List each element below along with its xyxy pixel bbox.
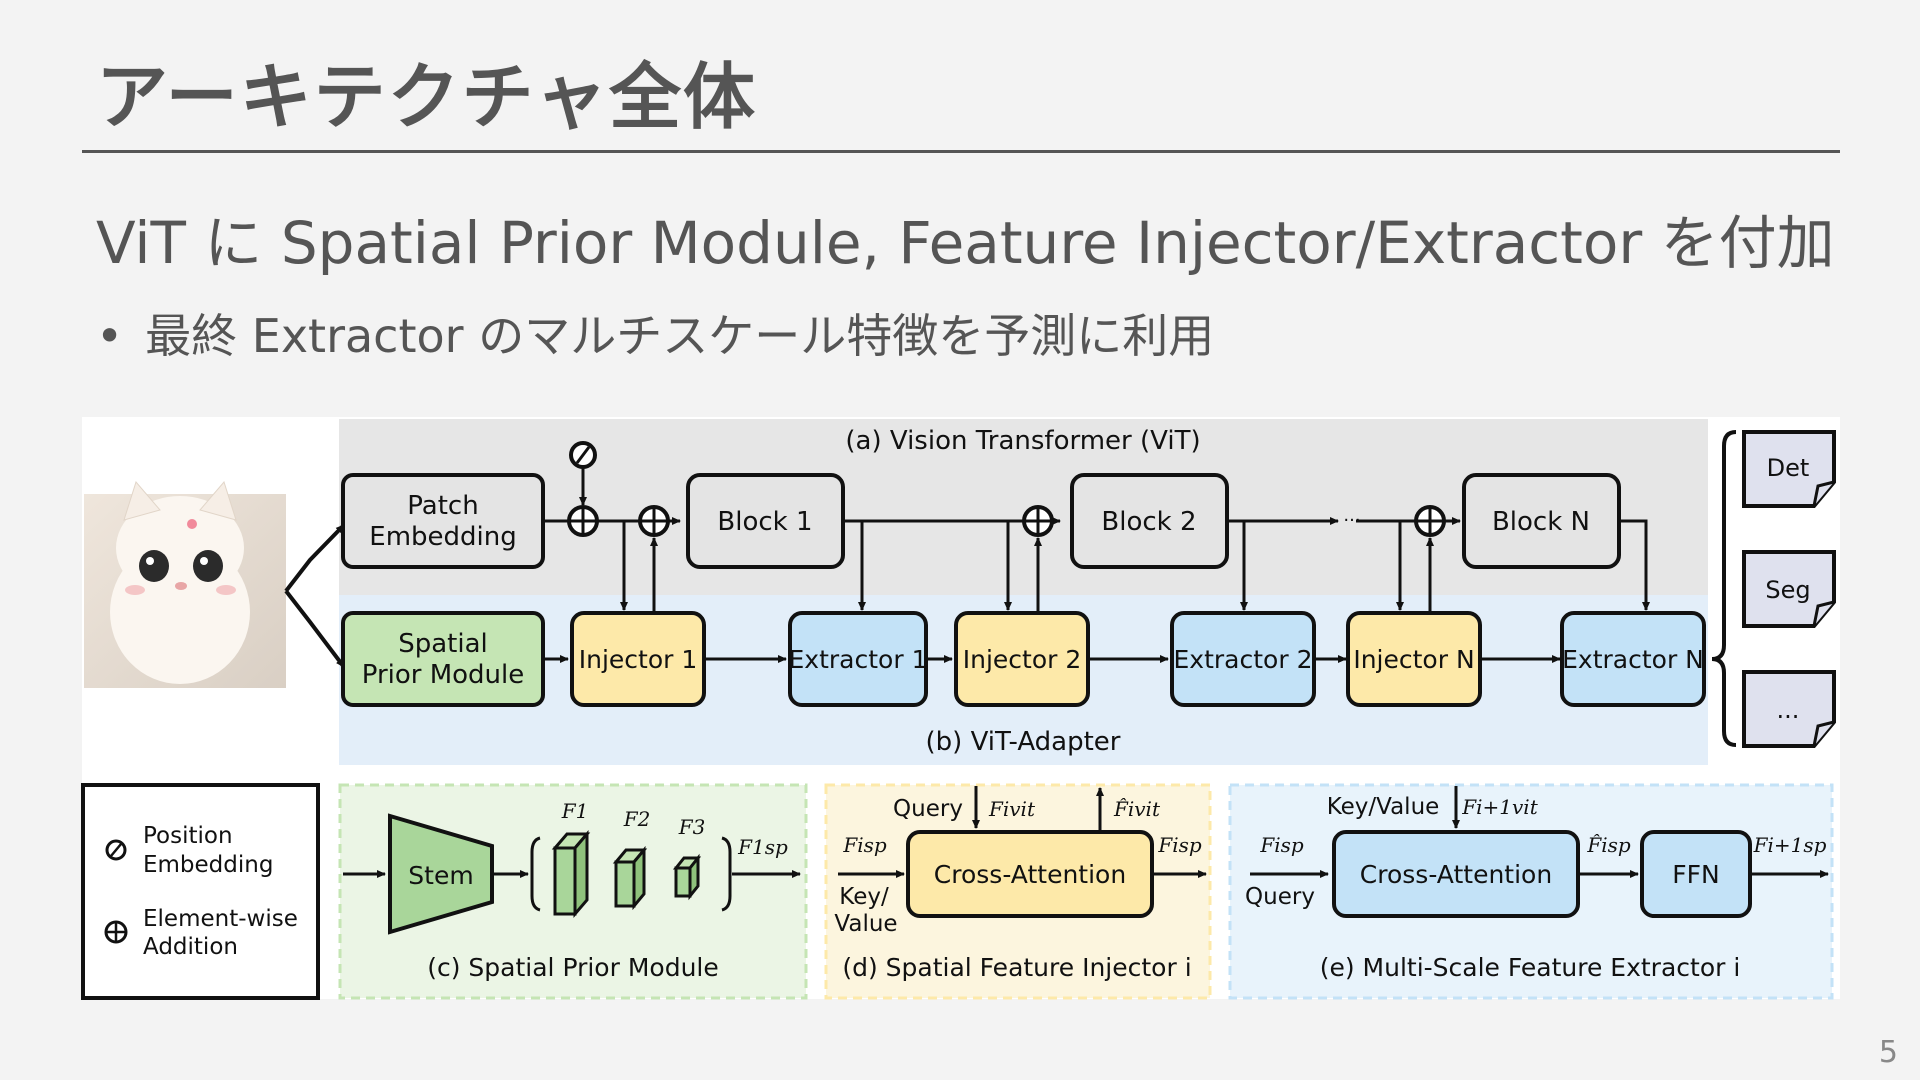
feature-cuboid-3 (672, 853, 702, 901)
output-more-label: ... (1777, 696, 1800, 724)
legend-addition-line2: Addition (143, 934, 238, 960)
bullet-item: • 最終 Extractor のマルチスケール特徴を予測に利用 (96, 300, 1214, 366)
output-det: Det (1742, 430, 1836, 508)
block-n: Block N (1462, 473, 1621, 569)
extractor-fsp-in: Fisp (1259, 833, 1304, 857)
addition-icon (638, 505, 670, 537)
addition-icon (1022, 505, 1054, 537)
stem-label: Stem (408, 861, 473, 890)
addition-icon (1414, 505, 1446, 537)
bullet-text: 最終 Extractor のマルチスケール特徴を予測に利用 (145, 309, 1215, 363)
patch-embedding-box: Patch Embedding (341, 473, 545, 569)
panel-e-caption: (e) Multi-Scale Feature Extractor i (1320, 953, 1741, 982)
slide-title: アーキテクチャ全体 (96, 55, 757, 139)
injector-query-label: Query (893, 796, 963, 822)
addition-icon (104, 920, 128, 944)
injector-2-label: Injector 2 (963, 645, 1082, 674)
panel-spatial-feature-injector: Query Fivit F̂ivit Fisp Key/ Value Cross… (824, 783, 1212, 1000)
extractor-fsp-mid: F̂isp (1586, 833, 1631, 857)
legend-position-line1: Position (143, 823, 233, 849)
block-2: Block 2 (1070, 473, 1229, 569)
block-1-label: Block 1 (717, 507, 812, 537)
spm-output-label: F1sp (737, 835, 788, 859)
spatial-prior-module-box: Spatial Prior Module (341, 611, 545, 707)
injector-fvit-in: Fivit (988, 797, 1036, 821)
injector-n: Injector N (1346, 611, 1482, 707)
extractor-query-label: Query (1245, 884, 1315, 910)
injector-cross-attention-label: Cross-Attention (934, 860, 1126, 889)
panel-spatial-prior-module: Stem F1 F2 F3 F1sp (c) Spatial Prior Mod… (338, 783, 808, 1000)
output-seg-label: Seg (1765, 576, 1810, 604)
title-divider (82, 150, 1840, 153)
extractor-key-value-label: Key/Value (1327, 794, 1440, 820)
patch-embedding-line1: Patch (407, 491, 478, 521)
block-n-label: Block N (1492, 507, 1590, 537)
injector-fvit-out: F̂ivit (1113, 797, 1161, 821)
stem-trapezoid (388, 813, 494, 935)
feature-f3-label: F3 (678, 815, 706, 839)
extractor-fvit-in: Fi+1vit (1461, 795, 1538, 819)
legend: Position Embedding Element-wise Addition (81, 783, 320, 1000)
output-more: ... (1742, 670, 1836, 748)
extractor-cross-attention-label: Cross-Attention (1360, 860, 1552, 889)
spm-line2: Prior Module (362, 660, 525, 690)
injector-1: Injector 1 (570, 611, 706, 707)
extractor-1-label: Extractor 1 (789, 645, 928, 674)
extractor-fsp-out: Fi+1sp (1753, 833, 1827, 857)
injector-key-value-line2: Value (834, 911, 897, 937)
position-embedding-icon (105, 839, 127, 861)
vit-ellipsis: ··· (1343, 510, 1360, 531)
patch-embedding-line2: Embedding (369, 522, 516, 552)
block-2-label: Block 2 (1101, 507, 1196, 537)
adapter-region-label: (b) ViT-Adapter (926, 727, 1121, 757)
panel-c-caption: (c) Spatial Prior Module (427, 953, 719, 982)
injector-n-label: Injector N (1353, 645, 1474, 674)
injector-key-value-line1: Key/ (839, 884, 889, 910)
legend-position-line2: Embedding (143, 852, 273, 878)
extractor-2: Extractor 2 (1170, 611, 1316, 707)
extractor-n-label: Extractor N (1562, 645, 1704, 674)
panel-multi-scale-feature-extractor: Key/Value Fi+1vit Fisp Query Cross-Atten… (1228, 783, 1834, 1000)
injector-2: Injector 2 (954, 611, 1090, 707)
adapter-ellipsis: ··· (1321, 649, 1338, 670)
output-det-label: Det (1767, 454, 1810, 482)
ffn-label: FFN (1672, 860, 1719, 889)
extractor-n: Extractor N (1560, 611, 1706, 707)
spm-line1: Spatial (398, 629, 488, 659)
extractor-1: Extractor 1 (788, 611, 928, 707)
injector-1-label: Injector 1 (579, 645, 698, 674)
feature-f2-label: F2 (623, 807, 651, 831)
feature-f1-label: F1 (561, 799, 589, 823)
slide-subtitle: ViT に Spatial Prior Module, Feature Inje… (96, 209, 1835, 277)
injector-fsp-out: Fisp (1157, 833, 1202, 857)
block-1: Block 1 (686, 473, 845, 569)
output-seg: Seg (1742, 550, 1836, 628)
bullet-dot: • (96, 309, 124, 363)
vit-region-label: (a) Vision Transformer (ViT) (845, 426, 1200, 456)
addition-icon (567, 505, 599, 537)
legend-addition-line1: Element-wise (143, 906, 298, 932)
extractor-2-label: Extractor 2 (1174, 645, 1313, 674)
panel-d-caption: (d) Spatial Feature Injector i (842, 953, 1191, 982)
feature-cuboid-1 (551, 829, 591, 919)
input-image (84, 480, 286, 688)
position-embedding-icon (569, 441, 597, 469)
feature-cuboid-2 (612, 845, 648, 911)
page-number: 5 (1878, 1035, 1898, 1070)
output-brace (1711, 430, 1737, 747)
injector-fsp-in: Fisp (842, 833, 887, 857)
